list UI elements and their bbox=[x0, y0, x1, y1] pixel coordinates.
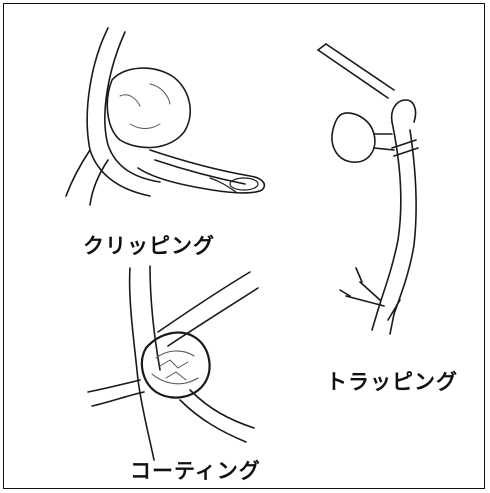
coating-illustration bbox=[88, 266, 258, 460]
clipping-illustration bbox=[66, 28, 264, 205]
label-clipping: クリッピング bbox=[83, 230, 215, 260]
aneurysm-sac bbox=[107, 68, 190, 147]
clip bbox=[138, 150, 264, 193]
label-coating: コーティング bbox=[130, 455, 261, 485]
trapped-aneurysm bbox=[332, 113, 375, 162]
trapping-illustration bbox=[318, 44, 418, 334]
label-trapping: トラッピング bbox=[326, 366, 458, 396]
